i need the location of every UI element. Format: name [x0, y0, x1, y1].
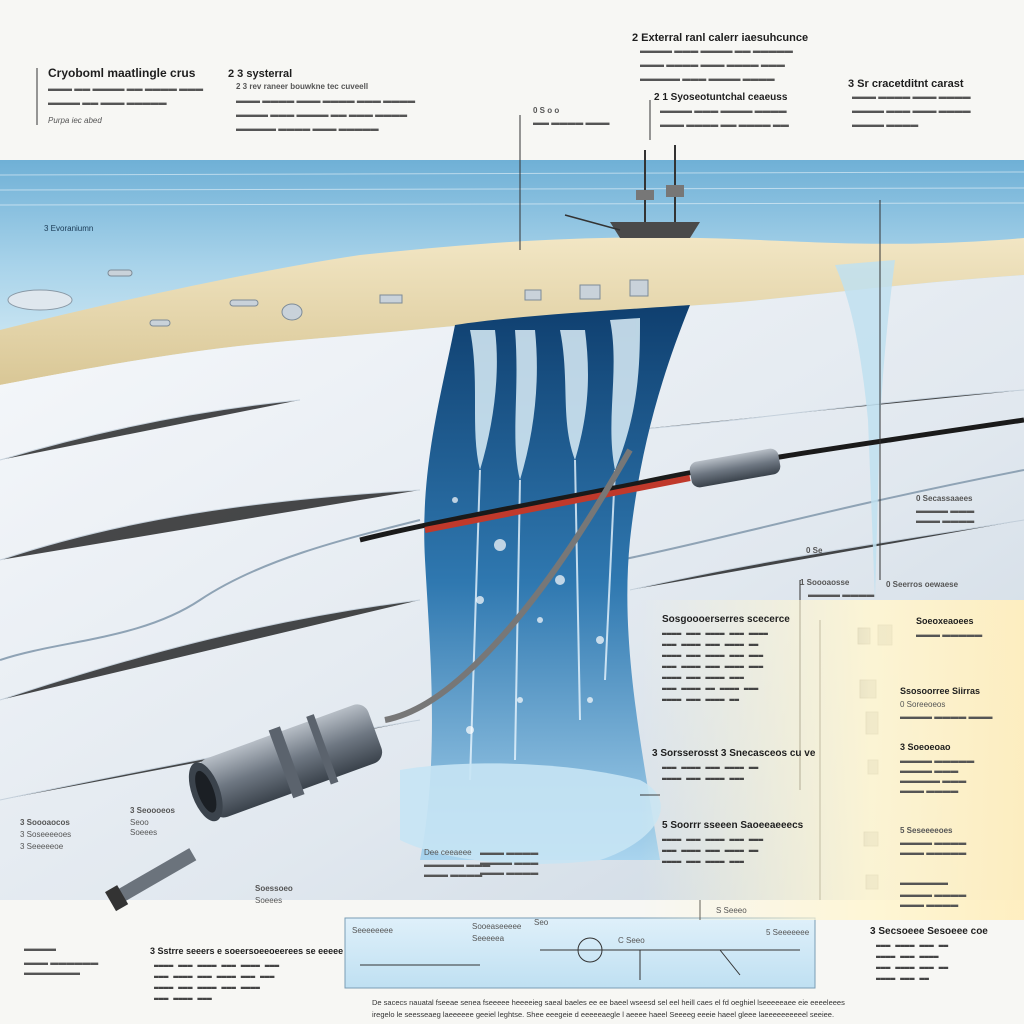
right-tag-1: 0 Se — [806, 546, 823, 555]
col2-desc-2: ▬▬▬ ▬▬▬▬ ▬▬▬ ▬▬▬▬ ▬▬▬ — [640, 60, 785, 69]
col3-desc-1: ▬▬▬ ▬▬▬▬ ▬▬▬ ▬▬▬▬ — [852, 92, 971, 101]
cryobot-probe — [188, 704, 383, 822]
col1-desc-3: ▬▬▬▬▬ ▬▬▬▬ ▬▬▬ ▬▬▬▬▬ — [236, 124, 379, 133]
col1-line: 2 3 rev raneer bouwkne tec cuveell — [236, 82, 369, 91]
mid-desc-2: ▬▬▬ ▬▬▬▬ ▬▬ ▬▬▬▬ ▬▬ — [660, 120, 789, 129]
tether-red-segment — [424, 475, 691, 533]
bottom-left-title: 3 Sstrre seeers e soeersoeeoeerees se ee… — [150, 946, 344, 956]
main-desc-2: ▬▬▬▬ ▬▬ ▬▬▬ ▬▬▬▬▬ — [48, 98, 167, 107]
col2-desc-3: ▬▬▬▬▬ ▬▬▬ ▬▬▬▬ ▬▬▬▬ — [640, 74, 775, 83]
probe-label: 0 S o o — [533, 106, 560, 115]
right-tag-6: Ssosoorree Siirras — [900, 686, 981, 696]
right-head-3-desc: ▬▬▬▬ ▬▬▬ ▬▬▬▬ ▬▬▬ ▬▬▬▬▬▬ ▬▬▬▬ ▬▬▬ ▬▬▬▬ ▬… — [662, 835, 764, 866]
right-tag-9: 5 Seseeeeoes — [900, 826, 953, 835]
inset-panel — [344, 917, 816, 989]
footer-line-2: iregelo le seesseaeg laeeeeee geeiel leg… — [372, 1010, 835, 1019]
right-tag-3: 0 Seerros oewaese — [886, 580, 959, 589]
small-sensor — [105, 848, 197, 912]
col1-desc-1: ▬▬▬ ▬▬▬▬ ▬▬▬ ▬▬▬▬ ▬▬▬ ▬▬▬▬ — [236, 96, 416, 105]
meltwater-pool — [400, 763, 661, 864]
col2-desc-1: ▬▬▬▬ ▬▬▬ ▬▬▬▬ ▬▬ ▬▬▬▬▬ — [640, 46, 793, 55]
right-tag-7-desc: ▬▬▬▬ ▬▬▬▬ ▬▬▬ — [900, 712, 993, 721]
probe-desc: ▬▬ ▬▬▬▬ ▬▬▬ — [533, 118, 610, 127]
right-tag-9b-desc: ▬▬▬▬ ▬▬▬▬▬▬▬ ▬▬▬▬ — [900, 890, 967, 909]
left-tag: 3 Evoraniumn — [44, 224, 94, 233]
cable-connector — [689, 448, 781, 488]
inset-label-4: Seo — [534, 918, 549, 927]
ship-illustration — [564, 145, 700, 238]
main-desc-1: ▬▬▬ ▬▬ ▬▬▬▬ ▬▬ ▬▬▬▬ ▬▬▬ — [48, 84, 204, 93]
pool-label-1-desc: ▬▬▬▬▬ ▬▬▬▬▬▬ ▬▬▬▬ — [424, 860, 491, 879]
right-tag-2: 1 Soooaosse — [800, 578, 850, 587]
pool-label-1: Dee ceeaeee — [424, 848, 472, 857]
col1-desc-2: ▬▬▬▬ ▬▬▬ ▬▬▬▬ ▬▬ ▬▬▬ ▬▬▬▬ — [236, 110, 408, 119]
seafloor-shelf — [0, 237, 1024, 385]
right-head-1-desc: ▬▬▬▬ ▬▬▬ ▬▬▬▬ ▬▬▬ ▬▬▬▬▬▬▬ ▬▬▬▬ ▬▬▬ ▬▬▬▬ … — [662, 629, 768, 704]
right-tag-4: 0 Secassaaees — [916, 494, 973, 503]
right-tag-8-desc: ▬▬▬▬ ▬▬▬▬▬▬▬▬▬ ▬▬▬▬▬▬▬▬ ▬▬▬▬▬▬ ▬▬▬▬ — [900, 756, 975, 795]
right-tag-5: Soeoxeaoees — [916, 616, 974, 626]
left-label-5: Seoo — [130, 818, 149, 827]
col3-desc-2: ▬▬▬▬ ▬▬▬ ▬▬▬ ▬▬▬▬ — [852, 106, 971, 115]
inset-label-5: C Seeo — [618, 936, 645, 945]
col3-desc-3: ▬▬▬▬ ▬▬▬▬ — [852, 120, 919, 129]
inset-label-6: S Seeeo — [716, 906, 747, 915]
left-label-3: 3 Seeeeeoe — [20, 842, 64, 851]
pool-label-2: ▬▬▬ ▬▬▬▬▬▬▬▬ ▬▬▬▬▬▬ ▬▬▬▬ — [480, 848, 539, 877]
left-label-1: 3 Soooaocos — [20, 818, 70, 827]
right-head-2: 3 Sorsserosst 3 Snecasceos cu ve — [652, 748, 816, 759]
left-label-6: Soeees — [130, 828, 158, 837]
mid-desc-1: ▬▬▬▬ ▬▬▬ ▬▬▬▬ ▬▬▬▬ — [660, 106, 787, 115]
probe-hose — [384, 448, 633, 723]
right-tag-2-desc: ▬▬▬▬ ▬▬▬▬ — [808, 590, 875, 599]
left-label-small-2: ▬▬▬ ▬▬▬▬▬▬▬▬▬▬▬▬▬ — [24, 958, 99, 977]
mid-title: 2 1 Syoseotuntchal ceaeuss — [654, 92, 788, 103]
right-tag-5-desc: ▬▬▬ ▬▬▬▬▬ — [916, 630, 983, 639]
left-label-8: Soeees — [255, 896, 283, 905]
col1-title: 2 3 systerral — [228, 68, 293, 80]
right-tag-9b: ▬▬▬▬▬▬ — [900, 878, 948, 887]
right-tag-4-desc: ▬▬▬▬ ▬▬▬▬▬▬ ▬▬▬▬ — [916, 506, 975, 525]
inset-label-2: Sooeaseeeee — [472, 922, 522, 931]
right-head-3: 5 Soorrr sseeen Saoeeaeeecs — [662, 820, 804, 831]
right-tag-10-desc: ▬▬▬ ▬▬▬▬ ▬▬▬ ▬▬▬▬▬▬ ▬▬▬ ▬▬▬▬▬▬▬ ▬▬▬▬ ▬▬▬… — [876, 941, 949, 983]
inset-label-7: 5 Seeeeeee — [766, 928, 810, 937]
submersible-icon — [7, 289, 73, 311]
main-subtitle: Purpa iec abed — [48, 116, 102, 125]
bottom-left-desc: ▬▬▬▬ ▬▬▬ ▬▬▬▬ ▬▬▬ ▬▬▬▬ ▬▬▬▬▬▬ ▬▬▬▬ ▬▬▬ ▬… — [154, 961, 280, 1003]
right-tag-8: 3 Soeoeoao — [900, 742, 951, 752]
info-panel-background — [640, 600, 1024, 920]
col3-title: 3 Sr cracetditnt carast — [848, 78, 964, 90]
left-label-2: 3 Soseeeeoes — [20, 830, 72, 839]
left-label-small-1: ▬▬▬▬ — [24, 944, 56, 953]
left-label-7: Soessoeo — [255, 884, 293, 893]
right-tag-9-desc: ▬▬▬▬ ▬▬▬▬▬▬▬ ▬▬▬▬▬ — [900, 838, 967, 857]
main-title: Cryoboml maatlingle crus — [48, 66, 196, 80]
inset-label-3: Seeeeea — [472, 934, 505, 943]
right-tag-10: 3 Secsoeee Sesoeee coe — [870, 926, 988, 937]
tether-cable — [359, 417, 1024, 543]
right-tag-7: 0 Soreeoeos — [900, 700, 946, 709]
footer-line-1: De sacecs nauatal fseeae senea fseeeee h… — [372, 998, 845, 1007]
right-head-2-desc: ▬▬▬ ▬▬▬▬ ▬▬▬ ▬▬▬▬ ▬▬▬▬▬▬ ▬▬▬ ▬▬▬▬ ▬▬▬ — [662, 763, 759, 783]
col2-title: 2 Exterral ranl calerr iaesuhcunce — [632, 32, 809, 44]
right-head-1: Sosgoooerserres scecerce — [662, 614, 790, 625]
inset-label-1: Seeeeeeee — [352, 926, 393, 935]
left-label-4: 3 Seoooeos — [130, 806, 175, 815]
